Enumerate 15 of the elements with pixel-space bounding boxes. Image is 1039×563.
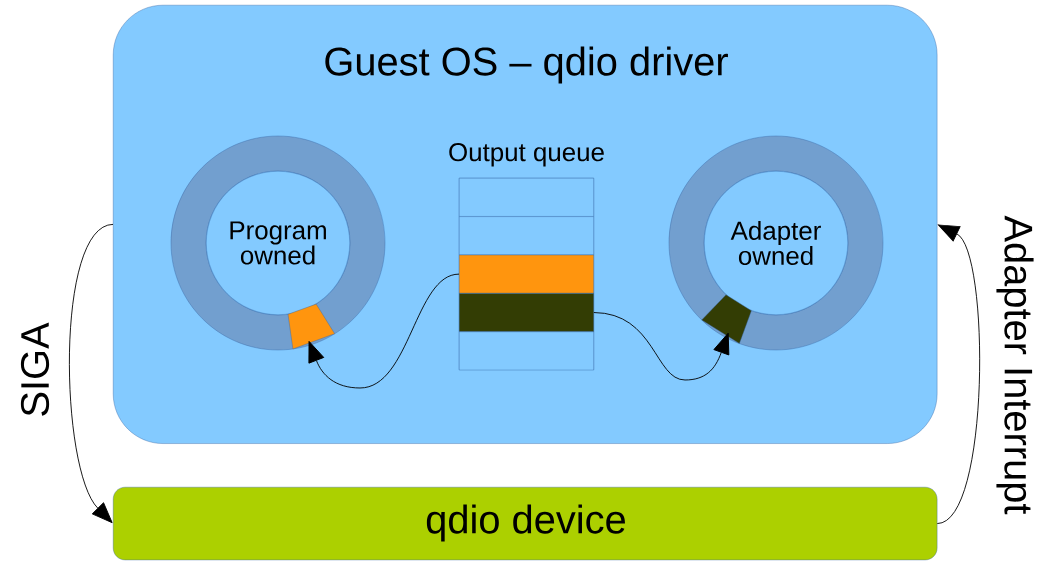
- queue-slot: [459, 331, 594, 371]
- queue-slot: [459, 254, 594, 294]
- arrow: [69, 223, 114, 524]
- node-label: Output queue: [449, 143, 604, 167]
- ring-segment: [701, 294, 752, 344]
- device-bar: qdio device: [113, 487, 938, 561]
- queue-slot: [459, 216, 594, 256]
- arrow: [936, 224, 981, 524]
- edge-label: SIGA: [20, 322, 50, 416]
- arrow: [308, 273, 460, 389]
- arrow: [593, 312, 730, 381]
- edge-label: Adapter Interrupt: [996, 215, 1034, 515]
- queue-slot: [459, 293, 594, 332]
- ring-segment: [287, 303, 335, 350]
- queue-slot: [459, 178, 594, 217]
